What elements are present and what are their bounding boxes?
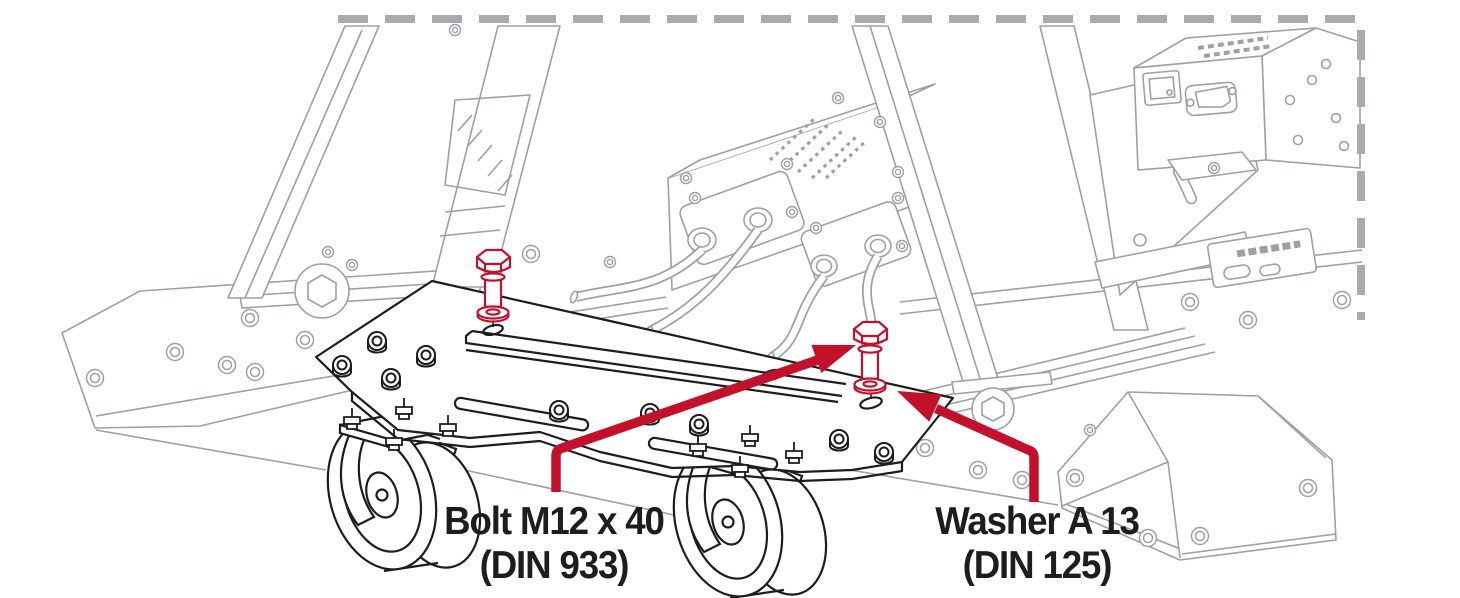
callout-arrows: [551, 344, 1039, 502]
washer-label-line2: (DIN 125): [962, 544, 1113, 587]
pedal-upright-right: [851, 25, 1259, 431]
bolt-label-line2: (DIN 933): [479, 544, 630, 587]
base-corner-cover: [1057, 391, 1337, 561]
cable-connector-plugs: [687, 207, 892, 278]
pivot-hex-bolt-left: [294, 263, 350, 319]
plate-slots: [453, 396, 779, 471]
vent-grille: [768, 116, 868, 180]
bolt-callout-label: Bolt M12 x 40 (DIN 933): [444, 500, 665, 588]
bolt-callout-arrow: [551, 344, 856, 492]
module-lettering: [1197, 36, 1273, 58]
power-switch: [1142, 69, 1182, 107]
dashed-crop-boundary: [338, 15, 1365, 320]
washer-label-line1: Washer A 13: [935, 500, 1140, 543]
electronics-box: [667, 83, 936, 291]
logo-plate: [1206, 227, 1318, 289]
connector-cables: [569, 207, 892, 365]
washer-callout-arrow: [897, 391, 1039, 502]
background-machine-outline: [61, 23, 1363, 561]
hex-bolt-washer-right: [852, 320, 889, 395]
bolt-label-line1: Bolt M12 x 40: [444, 500, 665, 543]
pedal-upright-left: [227, 23, 561, 319]
power-inlet-module: [1133, 27, 1361, 181]
iec-inlet: [1184, 81, 1238, 117]
cable-runs: [569, 227, 883, 365]
caster-adapter-plate: [314, 279, 955, 483]
washer-callout-label: Washer A 13 (DIN 125): [935, 500, 1140, 588]
